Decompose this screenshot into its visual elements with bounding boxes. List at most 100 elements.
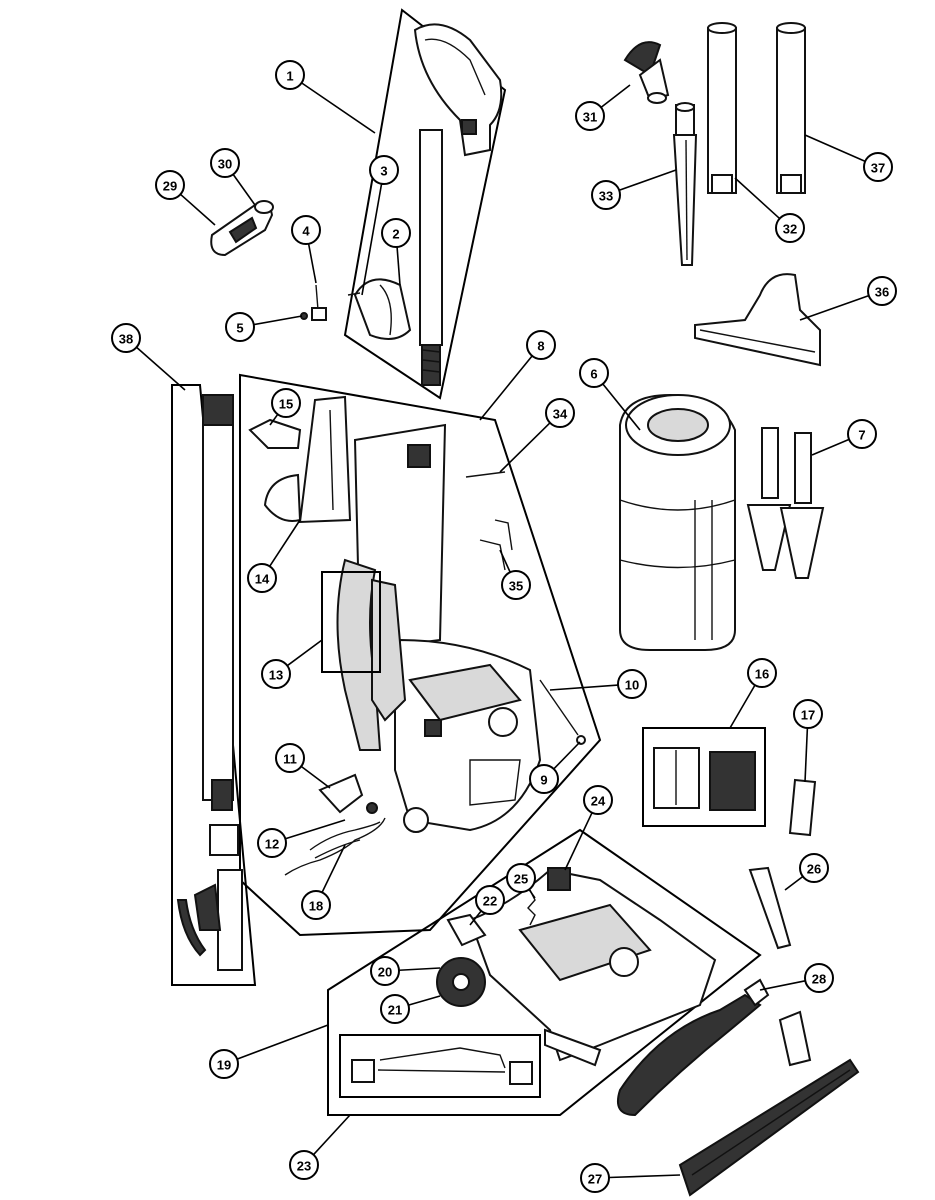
leader-line-30 xyxy=(232,173,256,206)
wand-assembly-outline xyxy=(171,384,257,986)
callout-circle xyxy=(775,213,805,243)
leader-line-27 xyxy=(608,1174,681,1179)
brush-bar-outline xyxy=(339,1034,541,1098)
stair-tool-part xyxy=(616,978,770,1117)
callout-number: 28 xyxy=(812,972,826,987)
callout-number: 15 xyxy=(279,397,293,412)
callout-circle xyxy=(617,669,647,699)
callout-number: 26 xyxy=(807,862,821,877)
callout-circle xyxy=(475,885,505,915)
callout-28: 28 xyxy=(804,963,834,993)
leader-line-33 xyxy=(618,169,677,192)
callout-circle xyxy=(257,828,287,858)
callout-32: 32 xyxy=(775,213,805,243)
leader-line-13 xyxy=(286,639,323,667)
cone-adapter-part xyxy=(746,427,792,571)
callout-circle xyxy=(591,180,621,210)
callout-circle xyxy=(506,863,536,893)
callout-circle xyxy=(380,994,410,1024)
callout-number: 16 xyxy=(755,667,769,682)
callout-circle xyxy=(529,764,559,794)
cleaner-head-part xyxy=(468,867,717,1067)
callout-7: 7 xyxy=(847,419,877,449)
upholstery-tool-part xyxy=(694,273,821,367)
callout-5: 5 xyxy=(225,312,255,342)
callout-number: 38 xyxy=(119,332,133,347)
wheel-part xyxy=(436,957,486,1007)
cone-adapter-part xyxy=(779,432,825,579)
leader-line-26 xyxy=(784,875,804,891)
callout-25: 25 xyxy=(506,863,536,893)
callout-number: 18 xyxy=(309,899,323,914)
callout-number: 20 xyxy=(378,965,392,980)
callout-number: 23 xyxy=(297,1159,311,1174)
leader-lines xyxy=(135,82,870,1179)
callout-2: 2 xyxy=(381,218,411,248)
callout-number: 30 xyxy=(218,157,232,172)
callout-29: 29 xyxy=(155,170,185,200)
leader-line-34 xyxy=(499,422,551,473)
callout-33: 33 xyxy=(591,180,621,210)
callout-circle xyxy=(575,101,605,131)
callout-number: 24 xyxy=(591,794,606,809)
rear-cover-part xyxy=(298,395,352,524)
pre-filter-part xyxy=(653,747,700,809)
callout-35: 35 xyxy=(501,570,531,600)
callout-circle xyxy=(579,358,609,388)
callout-15: 15 xyxy=(271,388,301,418)
callout-circle xyxy=(225,312,255,342)
callout-number: 9 xyxy=(540,773,547,788)
cord-hook-part xyxy=(263,473,302,522)
power-cord-part xyxy=(309,821,381,851)
extension-wand-part xyxy=(707,22,737,194)
leader-line-23 xyxy=(312,1114,351,1156)
callout-21: 21 xyxy=(380,994,410,1024)
leader-line-37 xyxy=(804,134,866,163)
leader-line-16 xyxy=(729,684,756,729)
callout-circle xyxy=(370,956,400,986)
callout-circle xyxy=(111,323,141,353)
leader-line-20 xyxy=(398,967,441,972)
callout-labels: 1234567891011121314151617181920212223242… xyxy=(111,60,897,1193)
leader-line-32 xyxy=(734,177,781,220)
callout-number: 33 xyxy=(599,189,613,204)
leader-line-5 xyxy=(253,315,303,326)
callout-30: 30 xyxy=(210,148,240,178)
leader-line-19 xyxy=(236,1024,329,1060)
filter-pad-part xyxy=(788,778,817,837)
crevice-attachment-part xyxy=(748,866,792,950)
callout-16: 16 xyxy=(747,658,777,688)
callout-10: 10 xyxy=(617,669,647,699)
extension-wand-part xyxy=(776,22,806,194)
callout-circle xyxy=(209,1049,239,1079)
filter-kit-outline xyxy=(642,727,766,827)
callout-number: 1 xyxy=(286,69,293,84)
leader-line-8 xyxy=(479,355,533,421)
callout-circle xyxy=(501,570,531,600)
clip-part xyxy=(248,418,302,449)
callout-circle xyxy=(275,60,305,90)
handle-part xyxy=(413,23,503,157)
callout-number: 7 xyxy=(858,428,865,443)
callout-number: 35 xyxy=(509,579,523,594)
callout-number: 3 xyxy=(380,164,387,179)
brush-tool-part xyxy=(623,41,670,104)
leader-line-6 xyxy=(602,383,641,431)
small-bracket-part xyxy=(318,773,364,814)
callout-20: 20 xyxy=(370,956,400,986)
nozzle-part xyxy=(210,200,274,257)
callout-circle xyxy=(261,659,291,689)
callout-circle xyxy=(804,963,834,993)
leader-line-21 xyxy=(408,995,441,1006)
callout-6: 6 xyxy=(579,358,609,388)
callout-number: 4 xyxy=(302,224,310,239)
callout-number: 14 xyxy=(255,572,270,587)
callout-3: 3 xyxy=(369,155,399,185)
callout-number: 22 xyxy=(483,894,497,909)
callout-24: 24 xyxy=(583,785,613,815)
screw-part xyxy=(300,284,327,321)
callout-circle xyxy=(210,148,240,178)
callout-number: 5 xyxy=(236,321,243,336)
callout-34: 34 xyxy=(545,398,575,428)
